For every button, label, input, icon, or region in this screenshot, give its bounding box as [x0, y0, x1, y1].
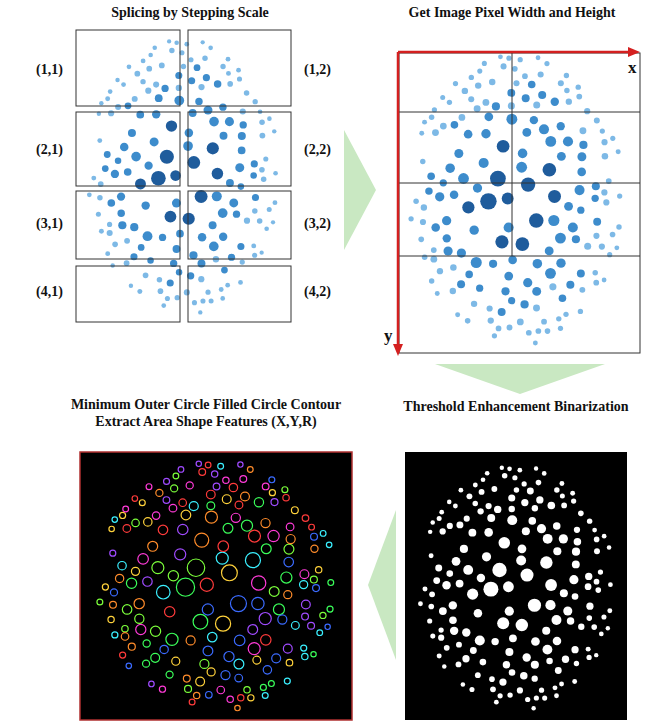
tile-index: (2,2): [304, 142, 331, 158]
contour-image: [80, 452, 352, 720]
process-panel: Threshold Enhancement Binarization: [400, 398, 632, 724]
splice-tiles: [76, 30, 291, 322]
panel-title: Threshold Enhancement Binarization: [400, 398, 632, 415]
tile-index: (1,2): [304, 62, 331, 78]
panel-title: Minimum Outer Circle Filled Circle Conto…: [48, 396, 364, 430]
flow-arrow: [368, 510, 396, 660]
panel-title: Get Image Pixel Width and Height: [380, 4, 644, 21]
binary-image: [405, 452, 627, 720]
process-panel: Get Image Pixel Width and Height: [380, 4, 644, 360]
process-panel: Minimum Outer Circle Filled Circle Conto…: [48, 396, 364, 724]
tile-index: (3,1): [36, 216, 63, 232]
dot-pattern: [418, 466, 613, 711]
flow-arrow: [435, 364, 605, 394]
tile-index: (1,1): [36, 62, 63, 78]
tile-index: (2,1): [36, 142, 63, 158]
tile-index: (3,2): [304, 216, 331, 232]
tile-index: (4,2): [304, 284, 331, 300]
dot-pattern: [97, 461, 334, 711]
tile-index: (4,1): [36, 284, 63, 300]
flow-arrow: [344, 130, 376, 250]
dot-pattern: [408, 54, 622, 345]
pixel-axes: [393, 47, 640, 356]
panel-title: Splicing by Stepping Scale: [40, 4, 340, 21]
image-grid: [399, 53, 640, 353]
dot-pattern: [87, 39, 278, 314]
axis-label: x: [628, 58, 637, 78]
axis-label: y: [384, 326, 393, 346]
process-panel: Splicing by Stepping Scale: [40, 4, 340, 326]
